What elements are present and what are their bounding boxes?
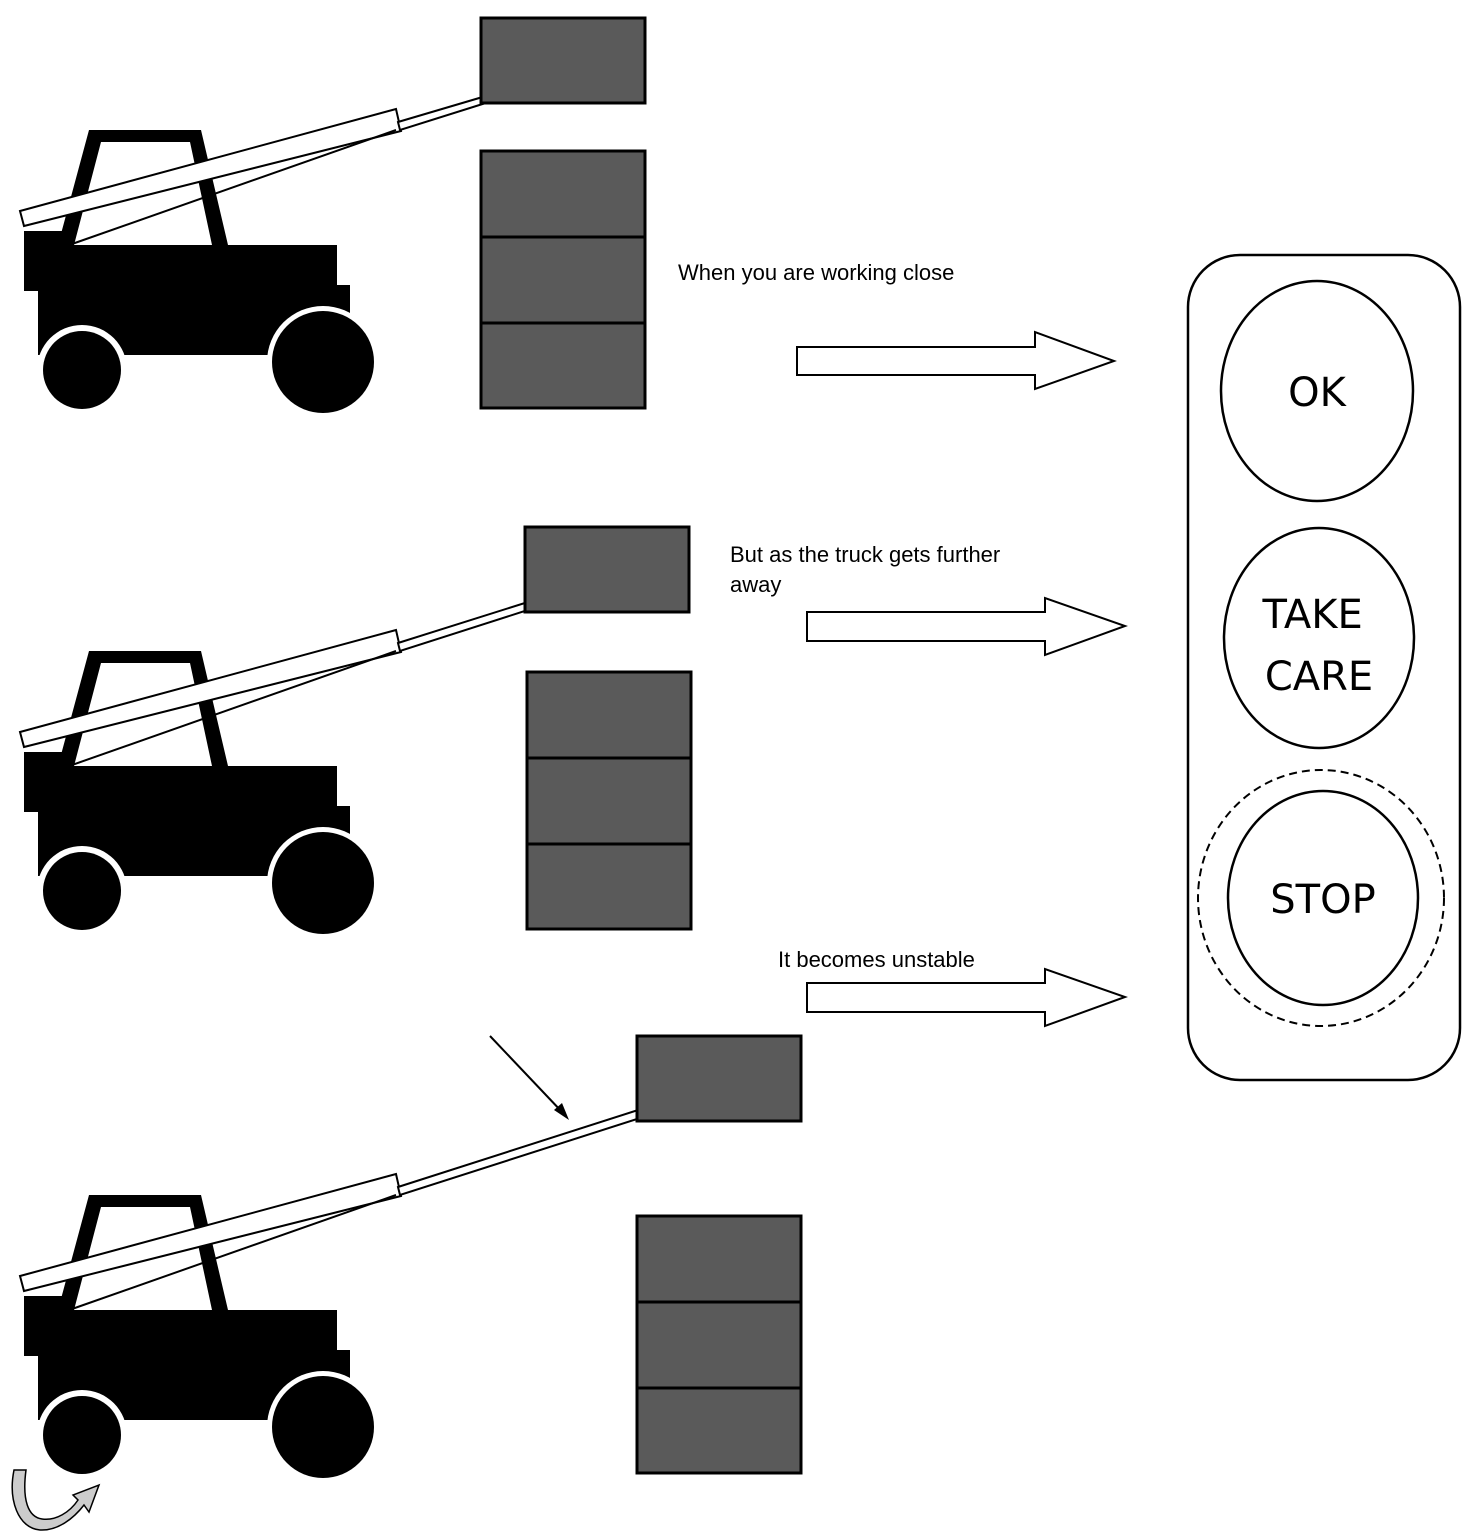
lifted-load: [523, 525, 691, 614]
caption-unstable: It becomes unstable: [778, 947, 975, 972]
boom-extension: [396, 1108, 642, 1197]
ok-light: OK: [1219, 279, 1415, 503]
lifted-load: [479, 16, 647, 105]
boom-pointer-arrow: [489, 1035, 569, 1120]
telehandler-truck-close: [18, 94, 491, 418]
telehandler-truck-unstable: [18, 1108, 642, 1483]
tipping-arrow-icon: [11, 1469, 101, 1531]
boom: [18, 628, 403, 749]
box-stack: [525, 670, 693, 931]
box-stack: [635, 1214, 803, 1475]
arrow-to-ok: [796, 330, 1117, 391]
take-care-light: TAKE CARE: [1222, 526, 1416, 750]
boom: [18, 107, 403, 228]
boom-extension: [396, 600, 533, 653]
telehandler-truck-further: [18, 600, 533, 939]
svg-text:OK: OK: [1288, 370, 1347, 416]
box-stack: [479, 149, 647, 410]
lifted-load: [635, 1034, 803, 1123]
boom: [18, 1172, 403, 1293]
arrow-to-take-care: [806, 596, 1128, 657]
caption-further: But as the truck gets further away: [730, 542, 1006, 597]
caption-close: When you are working close: [678, 260, 954, 285]
stability-indicator-panel: OK TAKE CARE STOP: [1186, 253, 1462, 1082]
svg-text:STOP: STOP: [1270, 877, 1375, 923]
boom-extension: [396, 94, 491, 132]
arrow-to-stop: [806, 967, 1128, 1028]
stop-light: STOP: [1197, 769, 1445, 1027]
svg-text:TAKE CARE: TAKE CARE: [1262, 592, 1376, 700]
